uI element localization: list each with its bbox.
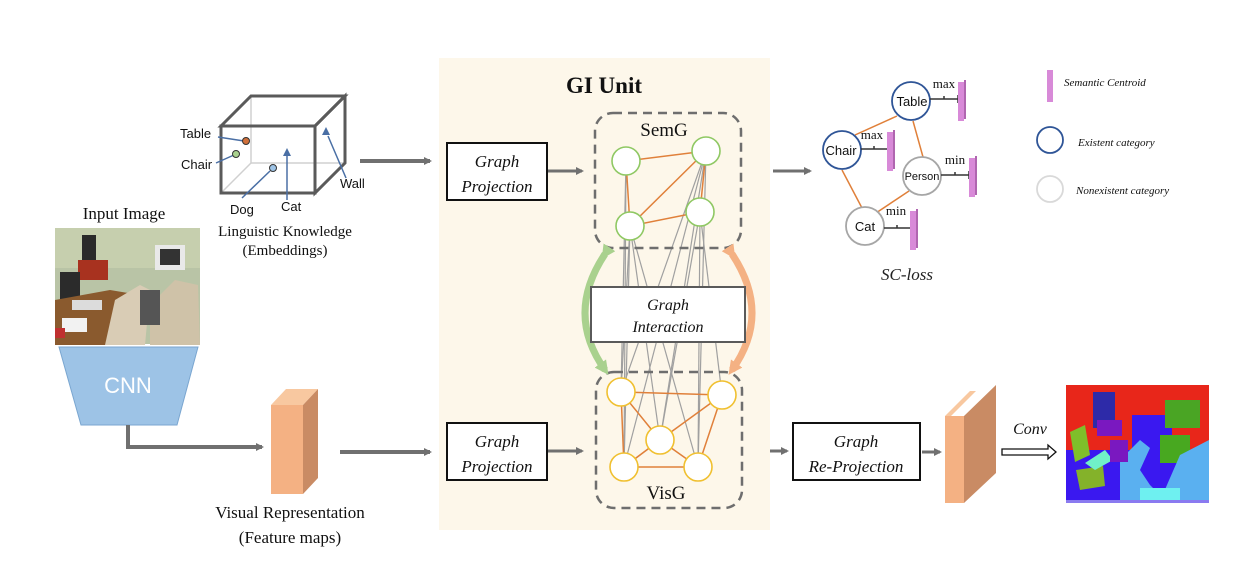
svg-text:Cat: Cat bbox=[855, 219, 876, 234]
semg-node bbox=[685, 197, 715, 227]
legend-nonexistent-symbol bbox=[1036, 175, 1064, 203]
semantic-centroid-person bbox=[969, 156, 977, 197]
semg-edge bbox=[629, 150, 707, 227]
conv-label: Conv bbox=[1013, 421, 1048, 438]
semg-node bbox=[691, 136, 721, 166]
semantic-centroid-cat bbox=[910, 209, 918, 250]
chair-max-label: max bbox=[861, 127, 884, 142]
table-embedding-point bbox=[242, 137, 250, 145]
linguistic-knowledge-label: Linguistic Knowledge bbox=[218, 224, 352, 240]
semantic-centroid-chair bbox=[887, 130, 895, 171]
embeddings-label: (Embeddings) bbox=[243, 243, 328, 259]
svg-text:Table: Table bbox=[896, 94, 927, 109]
semg-node bbox=[615, 211, 645, 241]
legend: Semantic Centroid Existent category None… bbox=[1036, 70, 1169, 203]
feature-maps-label: (Feature maps) bbox=[239, 528, 341, 547]
semg-visg-green-arrow bbox=[581, 243, 616, 375]
person-min-label: min bbox=[945, 152, 966, 167]
legend-centroid-symbol bbox=[1047, 70, 1053, 102]
table-point-label: Table bbox=[180, 126, 211, 141]
visg-node bbox=[606, 377, 636, 407]
wall-point-label: Wall bbox=[340, 176, 365, 191]
svg-text:Projection: Projection bbox=[460, 457, 532, 476]
svg-text:Projection: Projection bbox=[460, 177, 532, 196]
visg-nodes bbox=[606, 377, 737, 482]
cross-graph-edge bbox=[629, 225, 699, 468]
visg-node bbox=[645, 425, 675, 455]
cat-point-label: Cat bbox=[281, 199, 302, 214]
graph-interaction-box: Graph Interaction bbox=[590, 286, 746, 343]
semg-label: SemG bbox=[640, 120, 688, 141]
gi-unit-title: GI Unit bbox=[566, 73, 642, 98]
graph-projection-bottom-box: Graph Projection bbox=[446, 422, 548, 481]
visual-representation-label: Visual Representation bbox=[215, 503, 365, 522]
visg-node bbox=[707, 380, 737, 410]
scloss-node-cat: Cat bbox=[845, 206, 885, 246]
legend-nonexistent-label: Nonexistent category bbox=[1075, 185, 1169, 197]
visg-node bbox=[683, 452, 713, 482]
cross-graph-edge bbox=[620, 150, 707, 393]
cnn-block bbox=[58, 346, 199, 426]
semg-nodes bbox=[611, 136, 721, 241]
cat-min-label: min bbox=[886, 203, 907, 218]
dog-point-label: Dog bbox=[230, 202, 254, 217]
cross-graph-edge bbox=[620, 160, 627, 393]
svg-text:Graph: Graph bbox=[475, 432, 519, 451]
semg-visg-orange-arrow bbox=[721, 243, 756, 375]
chair-embedding-point bbox=[232, 150, 240, 158]
svg-text:Person: Person bbox=[905, 171, 940, 183]
svg-text:Graph: Graph bbox=[475, 152, 519, 171]
scloss-edges bbox=[841, 115, 924, 214]
output-feature-block bbox=[945, 385, 996, 503]
sc-loss-label: SC-loss bbox=[881, 265, 933, 284]
wall-embedding-point bbox=[322, 127, 330, 135]
scloss-node-person: Person bbox=[902, 156, 942, 196]
feature-map-block bbox=[271, 389, 318, 494]
graph-projection-top-box: Graph Projection bbox=[446, 142, 548, 201]
svg-text:Graph: Graph bbox=[647, 297, 689, 314]
cat-embedding-point bbox=[283, 148, 291, 156]
svg-text:Interaction: Interaction bbox=[631, 319, 703, 336]
visg-container bbox=[594, 370, 744, 510]
scloss-node-table: Table bbox=[891, 81, 931, 121]
cnn-to-features-arrow bbox=[126, 425, 264, 451]
legend-centroid-label: Semantic Centroid bbox=[1064, 77, 1146, 89]
cross-graph-edge bbox=[623, 225, 631, 468]
dog-embedding-point bbox=[269, 164, 277, 172]
cnn-label: CNN bbox=[104, 373, 152, 398]
graph-reprojection-box: Graph Re-Projection bbox=[792, 422, 921, 481]
semg-container bbox=[593, 111, 743, 250]
semantic-centroids bbox=[887, 80, 977, 250]
semantic-centroid-table bbox=[958, 80, 966, 121]
segmentation-output bbox=[1066, 385, 1209, 503]
embedding-cube bbox=[217, 92, 349, 197]
svg-text:Graph: Graph bbox=[834, 432, 878, 451]
table-max-label: max bbox=[933, 76, 956, 91]
chair-point-label: Chair bbox=[181, 157, 213, 172]
input-image-label: Input Image bbox=[83, 204, 166, 223]
semg-node bbox=[611, 146, 641, 176]
scloss-node-chair: Chair bbox=[822, 130, 862, 170]
legend-existent-symbol bbox=[1036, 126, 1064, 154]
svg-text:Chair: Chair bbox=[825, 143, 857, 158]
legend-existent-label: Existent category bbox=[1077, 137, 1155, 149]
visg-edge bbox=[620, 391, 723, 396]
visg-node bbox=[609, 452, 639, 482]
svg-text:Re-Projection: Re-Projection bbox=[808, 457, 904, 476]
input-image bbox=[55, 228, 200, 345]
conv-arrow bbox=[1001, 443, 1057, 461]
visg-label: VisG bbox=[647, 483, 686, 504]
